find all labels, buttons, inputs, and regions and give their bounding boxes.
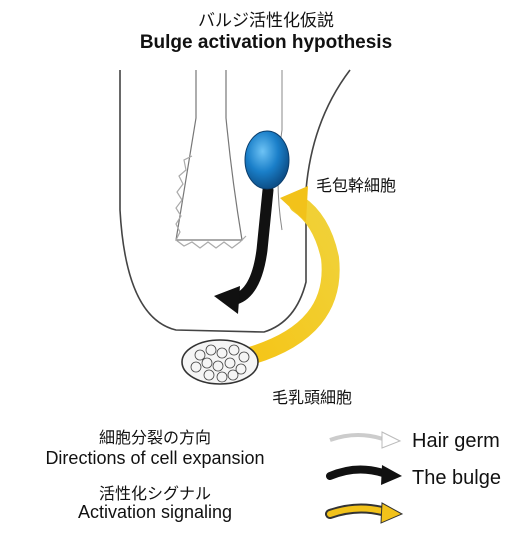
activation-arrow-path: [241, 195, 340, 365]
legend-yellow-arrow: [325, 502, 404, 524]
title-japanese: バルジ活性化仮説: [198, 11, 334, 31]
legend-white-arrow: [329, 431, 402, 449]
follicle-outline: [119, 69, 351, 333]
legend-hair-germ: Hair germ: [412, 430, 500, 452]
stem-cell-label: 毛包幹細胞: [316, 176, 397, 195]
legend-bulge: The bulge: [412, 467, 501, 489]
legend-activation-en: Activation signaling: [77, 502, 233, 522]
legend-expansion-ja: 細胞分裂の方向: [98, 428, 211, 447]
hair-germ-bottom: [175, 235, 247, 249]
legend-expansion-en: Directions of cell expansion: [45, 448, 265, 468]
dermal-papilla: [181, 339, 259, 385]
legend-activation-ja: 活性化シグナル: [98, 484, 211, 503]
title-english: Bulge activation hypothesis: [139, 32, 393, 53]
bulge-arrowhead: [214, 286, 240, 314]
bulge-arrow-path: [226, 184, 274, 306]
papilla-cell-label: 毛乳頭細胞: [272, 388, 353, 407]
hair-shaft: [175, 70, 243, 241]
activation-arrowhead: [280, 186, 308, 222]
stem-cell-ellipse: [244, 130, 290, 190]
hair-germ-region: [175, 155, 193, 241]
legend-black-arrow: [326, 465, 402, 485]
